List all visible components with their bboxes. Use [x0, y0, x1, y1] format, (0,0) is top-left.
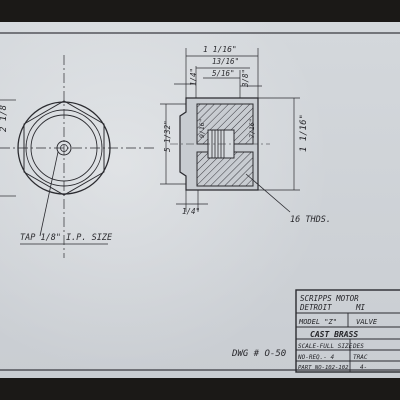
title-scale: SCALE-FULL SIZE — [298, 343, 353, 350]
drawing-sheet — [0, 22, 400, 378]
end-view — [0, 55, 155, 258]
chamfer-circle — [25, 109, 103, 187]
dim-bore-inner: 9/16" — [198, 118, 206, 138]
tap-hole — [56, 140, 72, 156]
thread-circle — [30, 114, 98, 182]
hex-outline — [23, 100, 105, 196]
dim-right-step: 3/8" — [241, 69, 250, 88]
left-dim-text: 2 1/8 — [0, 105, 9, 132]
title-sheet: 4- — [360, 364, 367, 371]
dim-bore-left: 5 1/32" — [163, 120, 172, 152]
bottom-dimension — [176, 190, 208, 212]
title-material: CAST BRASS — [310, 330, 358, 339]
dwg-number: DWG # O-50 — [231, 349, 286, 359]
thread-note: 16 THDS. — [290, 215, 331, 225]
title-part-name: VALVE — [356, 318, 378, 326]
dim-top-overall: 1 1/16" — [203, 45, 237, 54]
title-city: DETROIT — [299, 303, 332, 312]
dim-left-step: 1/4" — [189, 68, 198, 86]
dim-bottom: 1/4" — [182, 207, 200, 216]
title-part-no: PART NO-102-102 — [298, 365, 349, 371]
title-company: SCRIPPS MOTOR — [300, 294, 359, 303]
dim-bore-right: 7/16" — [248, 118, 256, 138]
dim-height: 1 1/16" — [299, 114, 309, 152]
title-traced: TRAC — [353, 354, 368, 361]
title-req: NO-REQ.- 4 — [297, 354, 335, 361]
dim-top-mid: 13/16" — [212, 57, 239, 66]
tap-hole-inner — [60, 144, 68, 152]
title-designed: DES — [352, 343, 364, 350]
title-block — [295, 289, 400, 373]
section-view — [160, 48, 300, 213]
bore-dimension — [160, 103, 186, 185]
top-dimensions — [174, 48, 262, 98]
title-model: MODEL "Z" — [298, 318, 337, 326]
tap-leader — [39, 151, 59, 237]
outer-circle — [17, 101, 111, 195]
title-state: MI — [355, 303, 366, 312]
tap-note: TAP 1/8" I.P. SIZE — [20, 233, 113, 243]
height-dimension — [258, 97, 300, 191]
dim-top-inner: 5/16" — [212, 69, 235, 78]
thread-leader — [245, 173, 291, 213]
